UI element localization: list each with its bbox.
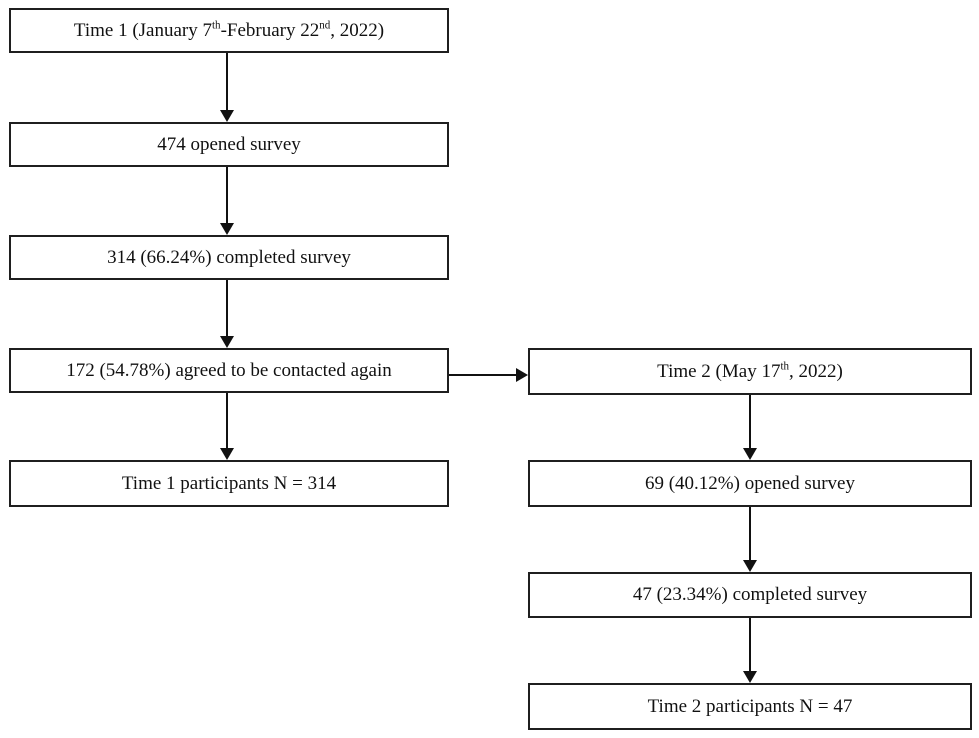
box-time1-agreed: 172 (54.78%) agreed to be contacted agai… bbox=[9, 348, 449, 393]
box-time1-header-label: Time 1 (January 7th-February 22nd, 2022) bbox=[74, 20, 384, 42]
box-time2-completed-label: 47 (23.34%) completed survey bbox=[632, 584, 868, 606]
box-time2-participants: Time 2 participants N = 47 bbox=[528, 683, 972, 730]
arrow-shaft bbox=[226, 393, 228, 450]
box-time2-opened-label: 69 (40.12%) opened survey bbox=[644, 472, 855, 494]
arrow-shaft bbox=[749, 507, 751, 562]
ordinal-superscript: nd bbox=[319, 19, 331, 32]
arrowhead-down-icon bbox=[743, 448, 757, 460]
box-time2-header: Time 2 (May 17th, 2022) bbox=[528, 348, 972, 395]
box-time1-agreed-label: 172 (54.78%) agreed to be contacted agai… bbox=[66, 359, 392, 381]
arrowhead-down-icon bbox=[220, 336, 234, 348]
text-segment: Time 1 (January 7 bbox=[73, 19, 212, 41]
box-time1-participants: Time 1 participants N = 314 bbox=[9, 460, 449, 507]
arrow-shaft bbox=[226, 53, 228, 112]
box-time2-completed: 47 (23.34%) completed survey bbox=[528, 572, 972, 618]
arrow-time1-agreed-to-participants bbox=[220, 393, 234, 460]
arrow-shaft bbox=[749, 618, 751, 673]
box-time2-opened: 69 (40.12%) opened survey bbox=[528, 460, 972, 507]
text-segment: Time 2 (May 17 bbox=[657, 360, 781, 382]
arrow-time1-opened-to-completed bbox=[220, 167, 234, 235]
arrow-shaft bbox=[449, 374, 518, 376]
text-segment: , 2022) bbox=[789, 360, 843, 382]
box-time1-opened: 474 opened survey bbox=[9, 122, 449, 167]
arrow-time2-opened-to-completed bbox=[743, 507, 757, 572]
arrow-time2-completed-to-participants bbox=[743, 618, 757, 683]
arrow-time1-agreed-to-time2-header bbox=[449, 368, 528, 382]
ordinal-superscript: th bbox=[212, 19, 221, 32]
text-segment: -February 22 bbox=[220, 19, 320, 41]
arrow-time1-header-to-opened bbox=[220, 53, 234, 122]
box-time1-participants-label: Time 1 participants N = 314 bbox=[121, 472, 337, 494]
arrow-time1-completed-to-agreed bbox=[220, 280, 234, 348]
arrow-shaft bbox=[749, 395, 751, 450]
arrow-time2-header-to-opened bbox=[743, 395, 757, 460]
box-time1-header: Time 1 (January 7th-February 22nd, 2022) bbox=[9, 8, 449, 53]
arrow-shaft bbox=[226, 167, 228, 225]
arrowhead-down-icon bbox=[743, 560, 757, 572]
text-segment: , 2022) bbox=[330, 19, 385, 41]
box-time2-participants-label: Time 2 participants N = 47 bbox=[647, 695, 853, 717]
ordinal-superscript: th bbox=[780, 360, 790, 373]
box-time1-completed-label: 314 (66.24%) completed survey bbox=[107, 246, 351, 268]
arrowhead-down-icon bbox=[220, 448, 234, 460]
box-time2-header-label: Time 2 (May 17th, 2022) bbox=[657, 361, 843, 383]
arrowhead-down-icon bbox=[220, 110, 234, 122]
arrowhead-down-icon bbox=[743, 671, 757, 683]
arrow-shaft bbox=[226, 280, 228, 338]
box-time1-completed: 314 (66.24%) completed survey bbox=[9, 235, 449, 280]
arrowhead-right-icon bbox=[516, 368, 528, 382]
box-time1-opened-label: 474 opened survey bbox=[157, 133, 301, 155]
arrowhead-down-icon bbox=[220, 223, 234, 235]
